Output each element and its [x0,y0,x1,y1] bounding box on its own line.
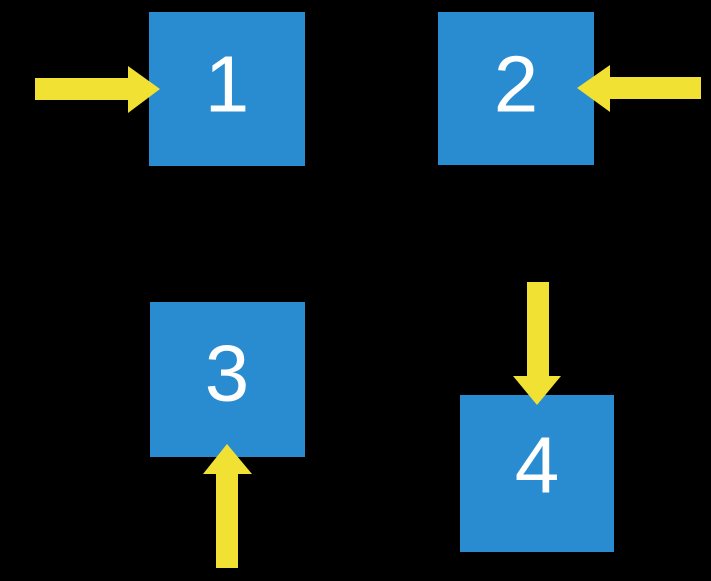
box-2-label: 2 [494,40,539,129]
arrow-left-icon [577,65,701,112]
arrow-up-icon [203,444,252,568]
box-2-group: 2 [438,12,594,165]
box-4 [460,395,614,552]
box-3 [150,302,305,457]
box-3-label: 3 [205,329,250,418]
box-4-group: 4 [460,395,614,552]
box-1-group: 1 [149,12,305,166]
arrow-right-icon [35,66,160,113]
box-1 [149,12,305,166]
arrow-down-icon [513,282,561,405]
box-4-label: 4 [515,421,560,510]
box-3-group: 3 [150,302,305,457]
box-2 [438,12,594,165]
box-1-label: 1 [205,40,250,129]
